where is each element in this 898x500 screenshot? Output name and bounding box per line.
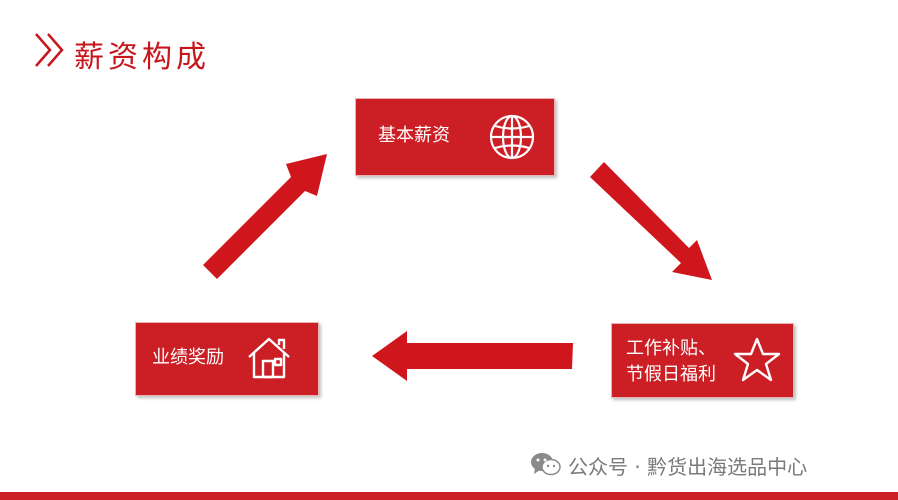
arrow-down-right (590, 162, 712, 280)
double-chevron-icon (35, 33, 64, 67)
wechat-icon (531, 453, 561, 476)
node-performance-bonus-label: 业绩奖励 (152, 347, 224, 368)
globe-icon (489, 114, 535, 160)
node-subsidies-line2: 节假日福利 (626, 364, 716, 385)
node-basic-salary-label: 基本薪资 (378, 125, 450, 146)
arrow-up-right (203, 154, 327, 279)
watermark-text: 公众号 · 黔货出海选品中心 (568, 455, 808, 479)
house-icon (248, 337, 290, 379)
arrow-left (372, 331, 573, 381)
bottom-bar (0, 492, 898, 500)
node-subsidies-line1: 工作补贴、 (626, 338, 716, 359)
node-basic-salary: 基本薪资 (355, 98, 555, 176)
page-title: 薪资构成 (74, 40, 210, 75)
node-subsidies-holiday: 工作补贴、 节假日福利 (611, 323, 794, 398)
star-icon (733, 337, 781, 382)
node-performance-bonus: 业绩奖励 (135, 322, 319, 396)
